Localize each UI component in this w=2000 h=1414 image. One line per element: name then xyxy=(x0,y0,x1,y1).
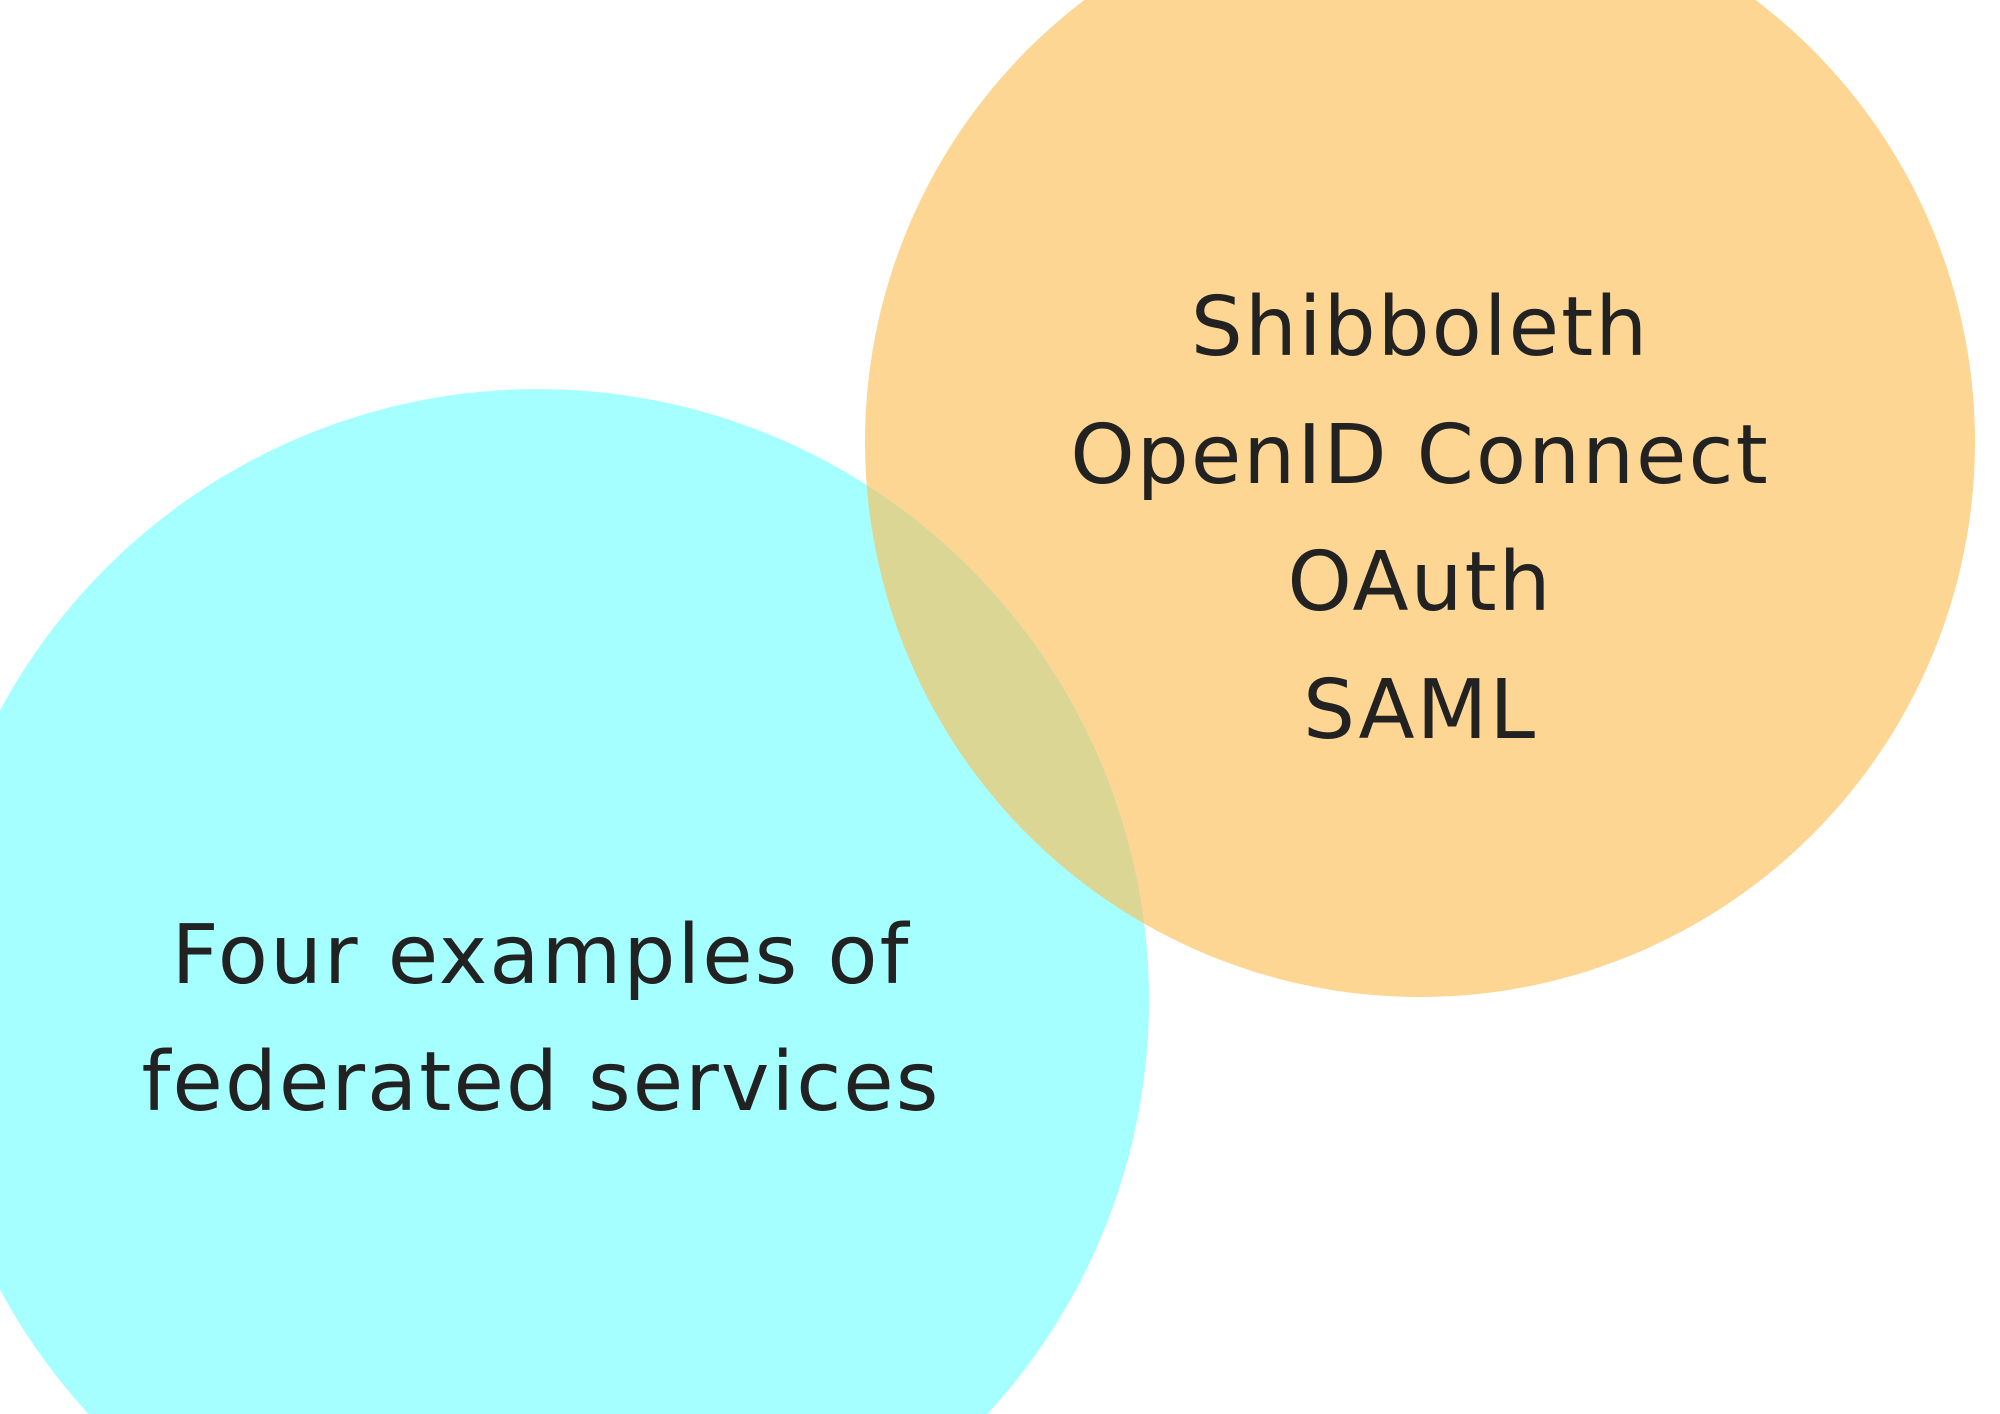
left-circle xyxy=(0,389,1149,1414)
right-circle-line-4: SAML xyxy=(1303,663,1537,758)
right-circle-line-1: Shibboleth xyxy=(1191,280,1649,375)
right-circle-line-3: OAuth xyxy=(1287,535,1552,630)
left-circle-line-2: federated services xyxy=(142,1035,941,1130)
right-circle xyxy=(865,0,1976,998)
left-circle-line-1: Four examples of xyxy=(172,908,911,1003)
right-circle-line-2: OpenID Connect xyxy=(1070,408,1769,503)
